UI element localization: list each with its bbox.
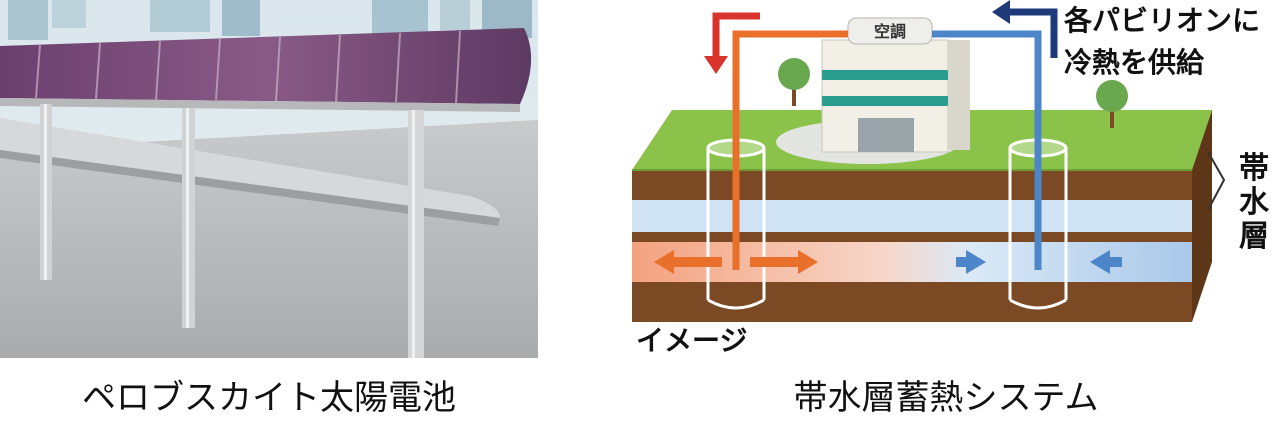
warm-spread-arrows — [654, 250, 818, 274]
image-label: イメージ — [636, 324, 747, 357]
supply-text-line1: 各パビリオンに — [1063, 4, 1260, 37]
supply-text-line2: 冷熱を供給 — [1064, 46, 1205, 79]
tree-right — [1096, 80, 1128, 128]
caption-aquifer-system: 帯水層蓄熱システム — [793, 378, 1099, 418]
perovskite-canopy-illustration — [0, 0, 538, 358]
cool-pipe — [932, 30, 1042, 270]
warm-flow-arrow — [712, 12, 760, 58]
cool-gather-arrows — [956, 250, 1122, 274]
cool-well — [1008, 138, 1068, 310]
aquifer-char-2: 水 — [1239, 185, 1270, 220]
supply-arrowhead — [992, 0, 1010, 24]
aquifer-char-3: 層 — [1239, 219, 1269, 254]
aquifer-char-1: 帯 — [1239, 151, 1269, 186]
solar-canopy — [0, 28, 532, 358]
building — [776, 17, 970, 164]
supply-arrow — [1008, 8, 1058, 58]
caption-perovskite: ペロブスカイト太陽電池 — [82, 378, 456, 418]
tree-left — [778, 58, 810, 106]
aquifer-storage-diagram: 空調 各パビリオンに 冷熱を供給 帯 水 層 イメージ — [612, 0, 1280, 358]
warm-flow-arrowhead — [704, 56, 728, 74]
building-label: 空調 — [874, 22, 906, 41]
warm-pipe — [732, 30, 848, 270]
aquifer-bracket — [1207, 151, 1226, 211]
